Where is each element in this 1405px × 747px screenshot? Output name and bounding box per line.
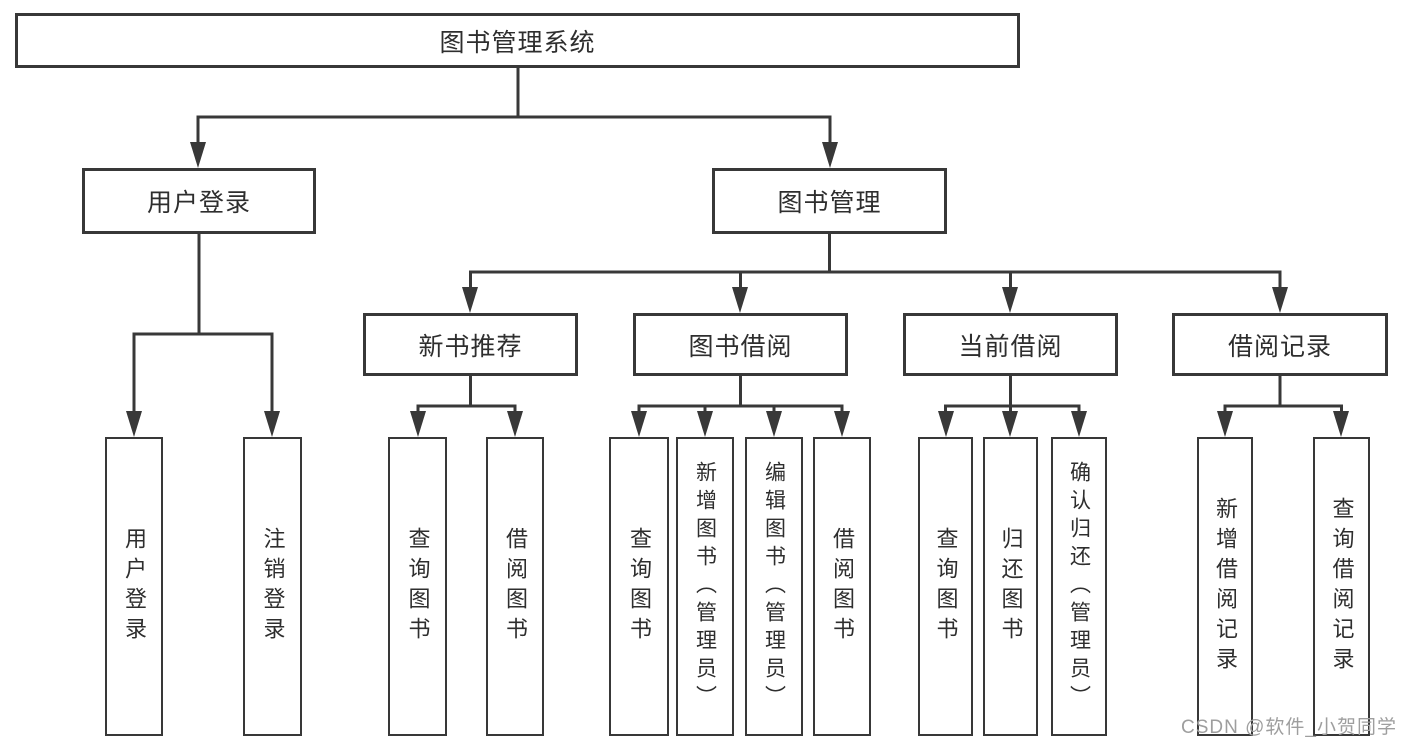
node-leaf-borrowing-add-books-admin: 新增图书（管理员） bbox=[676, 437, 734, 736]
node-leaf-borrowing-query-books: 查询图书 bbox=[609, 437, 669, 736]
connector-records-children bbox=[1217, 374, 1349, 437]
node-label: 新增图书（管理员） bbox=[693, 460, 717, 713]
node-label: 借阅记录 bbox=[1227, 332, 1332, 361]
connector-book-management-children bbox=[462, 231, 1288, 313]
connector-recommend-children bbox=[410, 373, 523, 437]
node-label: 确认归还（管理员） bbox=[1067, 460, 1091, 713]
node-leaf-current-query-books: 查询图书 bbox=[918, 437, 973, 736]
node-leaf-logout: 注销登录 bbox=[243, 437, 302, 736]
node-label: 注销登录 bbox=[260, 526, 286, 647]
node-leaf-recommend-borrow-books: 借阅图书 bbox=[486, 437, 544, 736]
node-root-system: 图书管理系统 bbox=[15, 13, 1020, 68]
connector-root-to-level2 bbox=[190, 66, 838, 168]
node-user-login: 用户登录 bbox=[82, 168, 316, 234]
node-leaf-current-confirm-return-admin: 确认归还（管理员） bbox=[1051, 437, 1107, 736]
node-label: 查询借阅记录 bbox=[1329, 496, 1355, 677]
connector-current-children bbox=[938, 373, 1087, 437]
node-label: 查询图书 bbox=[627, 526, 652, 647]
node-label: 图书管理 bbox=[777, 189, 882, 217]
node-new-book-recommend: 新书推荐 bbox=[363, 313, 578, 376]
node-label: 借阅图书 bbox=[830, 526, 855, 647]
node-leaf-recommend-query-books: 查询图书 bbox=[388, 437, 447, 736]
node-leaf-user-login: 用户登录 bbox=[105, 437, 163, 736]
node-current-borrowing: 当前借阅 bbox=[903, 313, 1118, 376]
node-leaf-borrowing-borrow-books: 借阅图书 bbox=[813, 437, 871, 736]
csdn-watermark: CSDN @软件_小贺同学 bbox=[1181, 717, 1397, 738]
node-label: 用户登录 bbox=[146, 189, 251, 217]
node-label: 新增借阅记录 bbox=[1213, 496, 1238, 677]
node-book-management: 图书管理 bbox=[712, 168, 947, 234]
node-label: 图书借阅 bbox=[688, 332, 793, 361]
node-label: 新书推荐 bbox=[418, 332, 523, 361]
node-label: 借阅图书 bbox=[503, 526, 528, 647]
node-leaf-records-query-record: 查询借阅记录 bbox=[1313, 437, 1370, 736]
node-label: 编辑图书（管理员） bbox=[762, 460, 786, 713]
node-borrowing-records: 借阅记录 bbox=[1172, 313, 1388, 376]
node-label: 当前借阅 bbox=[958, 332, 1063, 361]
node-leaf-current-return-books: 归还图书 bbox=[983, 437, 1038, 736]
node-book-borrowing: 图书借阅 bbox=[633, 313, 848, 376]
node-leaf-records-add-record: 新增借阅记录 bbox=[1197, 437, 1253, 736]
node-leaf-borrowing-edit-books-admin: 编辑图书（管理员） bbox=[745, 437, 803, 736]
connector-user-login-children bbox=[126, 232, 280, 437]
node-label: 归还图书 bbox=[998, 526, 1024, 647]
node-label: 查询图书 bbox=[933, 526, 959, 647]
node-label: 用户登录 bbox=[122, 526, 147, 647]
node-label: 图书管理系统 bbox=[439, 28, 596, 57]
connector-borrowing-children bbox=[631, 373, 850, 437]
node-label: 查询图书 bbox=[405, 526, 431, 647]
